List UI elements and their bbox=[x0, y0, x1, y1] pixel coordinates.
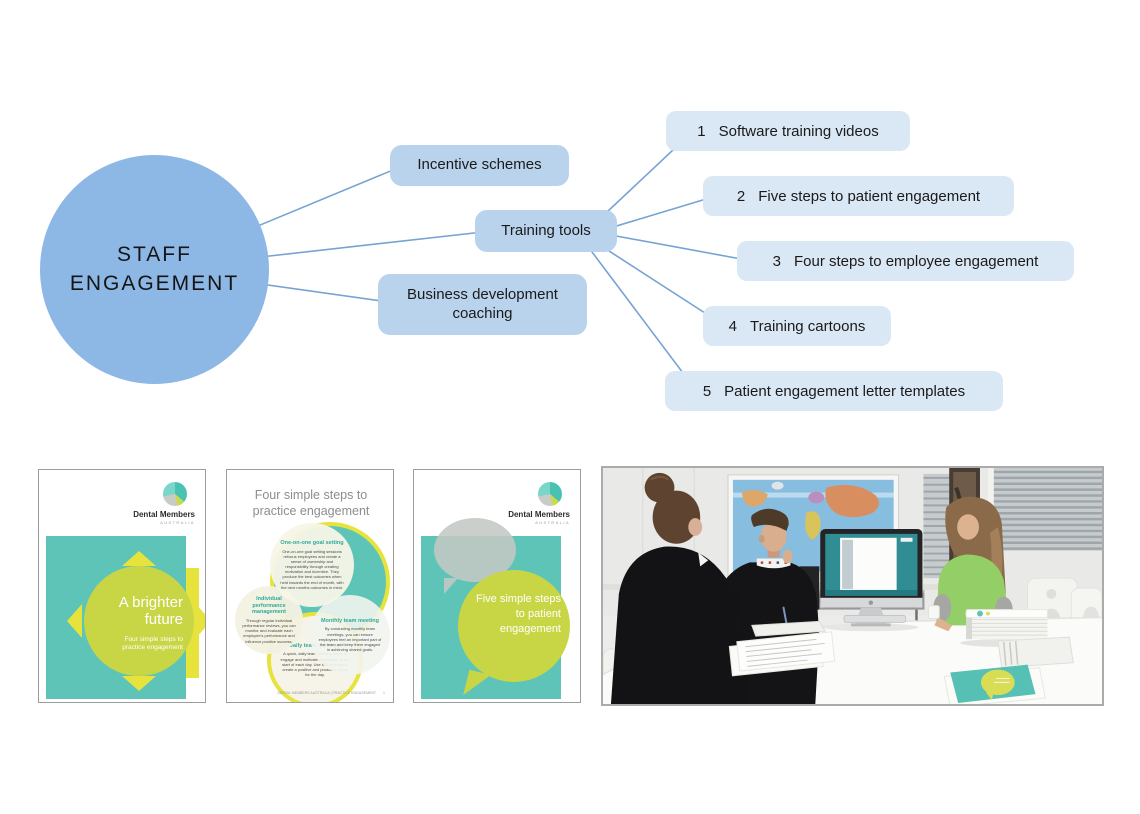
brochure-page-four-steps: Four simple steps to practice engagement… bbox=[226, 469, 394, 703]
item-label: Five steps to patient engagement bbox=[758, 187, 981, 205]
logo-pie-icon bbox=[538, 482, 562, 506]
step-heading: One-on-one goal setting bbox=[280, 539, 344, 546]
sun-ray-left bbox=[67, 604, 82, 638]
step-body: One-on-one goal setting sessions refocus… bbox=[280, 548, 344, 590]
sun-ray-bottom bbox=[122, 676, 156, 691]
ring-binder bbox=[997, 636, 1074, 669]
office-photo bbox=[601, 466, 1104, 706]
root-node-staff-engagement: STAFF ENGAGEMENT bbox=[40, 155, 269, 384]
root-node-label: STAFF ENGAGEMENT bbox=[69, 243, 240, 295]
page-number: 1 bbox=[383, 691, 385, 695]
branch-label: Business development coaching bbox=[407, 285, 558, 322]
logo-sub-text: AUSTRALIA bbox=[535, 520, 570, 525]
connector-training-item5 bbox=[585, 243, 693, 386]
item-number: 3 bbox=[772, 252, 781, 270]
connector-training-item2 bbox=[599, 195, 717, 232]
logo-pie-icon bbox=[163, 482, 187, 506]
training-item-5: 5 Patient engagement letter templates bbox=[665, 371, 1003, 411]
logo-sub-text: AUSTRALIA bbox=[160, 520, 195, 525]
cover-text: A brighter future Four simple steps to p… bbox=[101, 594, 183, 653]
coffee-cup bbox=[927, 605, 940, 619]
training-item-3: 3 Four steps to employee engagement bbox=[737, 241, 1074, 281]
sun-ray-right bbox=[196, 604, 205, 638]
sun-ray-top bbox=[122, 551, 156, 566]
item-label: Training cartoons bbox=[750, 317, 866, 335]
connector-training-item4 bbox=[591, 239, 723, 325]
page-title: Four simple steps to practice engagement bbox=[252, 488, 370, 519]
yellow-speech-bubble bbox=[458, 570, 570, 682]
training-item-1: 1 Software training videos bbox=[666, 111, 910, 151]
item-number: 1 bbox=[697, 122, 706, 140]
dental-members-logo: Dental Members AUSTRALIA bbox=[508, 482, 570, 525]
window-blinds-large bbox=[987, 468, 1102, 559]
training-item-2: 2 Five steps to patient engagement bbox=[703, 176, 1014, 216]
branch-label: Incentive schemes bbox=[417, 156, 542, 174]
footer-text: DENTAL MEMBERS AUSTRALIA | PRACTICE ENGA… bbox=[277, 691, 377, 695]
gray-speech-bubble-tail bbox=[444, 578, 458, 594]
item-label: Four steps to employee engagement bbox=[794, 252, 1039, 270]
logo-brand-text: Dental Members bbox=[508, 510, 570, 519]
step-heading: Monthly team meeting bbox=[320, 617, 380, 624]
step-body: Through regular individual performance r… bbox=[242, 617, 296, 644]
branch-node-incentive-schemes: Incentive schemes bbox=[390, 145, 569, 186]
brochure-cover-five-steps: Dental Members AUSTRALIA Five simple ste… bbox=[413, 469, 581, 703]
branch-node-training-tools: Training tools bbox=[475, 210, 617, 252]
step-circle-monthly-team-meeting: Monthly team meeting By conducting month… bbox=[310, 595, 390, 675]
branch-node-business-development-coaching: Business development coaching bbox=[378, 274, 587, 335]
logo-brand-text: Dental Members bbox=[133, 510, 195, 519]
branch-label: Training tools bbox=[501, 221, 591, 239]
sun-circle bbox=[84, 566, 194, 676]
item-label: Patient engagement letter templates bbox=[724, 382, 966, 400]
training-item-4: 4 Training cartoons bbox=[703, 306, 891, 346]
cover-title: Five simple steps to patient engagement bbox=[476, 593, 561, 635]
item-number: 5 bbox=[702, 382, 712, 400]
step-circle-individual-performance: Individual performance management Throug… bbox=[235, 586, 303, 654]
person-left-woman bbox=[610, 472, 750, 704]
connector-training-item3 bbox=[599, 232, 753, 262]
step-body: By conducting monthly team meetings, you… bbox=[318, 626, 382, 653]
teal-brochure bbox=[943, 664, 1047, 704]
step-circle-one-on-one-goal-setting: One-on-one goal setting One-on-one goal … bbox=[270, 523, 354, 607]
brochure-cover-brighter-future: Dental Members AUSTRALIA A brighter futu… bbox=[38, 469, 206, 703]
item-number: 2 bbox=[736, 187, 746, 205]
page-footer: DENTAL MEMBERS AUSTRALIA | PRACTICE ENGA… bbox=[278, 691, 386, 695]
papers-and-laptop bbox=[728, 620, 836, 677]
item-label: Software training videos bbox=[718, 122, 879, 140]
imac-computer bbox=[820, 528, 923, 632]
cover-subtitle: Four simple steps to practice engagement bbox=[122, 635, 183, 652]
item-number: 4 bbox=[728, 317, 737, 335]
dental-members-logo: Dental Members AUSTRALIA bbox=[133, 482, 195, 525]
step-heading: Individual performance management bbox=[252, 596, 286, 616]
cover-title: A brighter future bbox=[118, 594, 183, 629]
